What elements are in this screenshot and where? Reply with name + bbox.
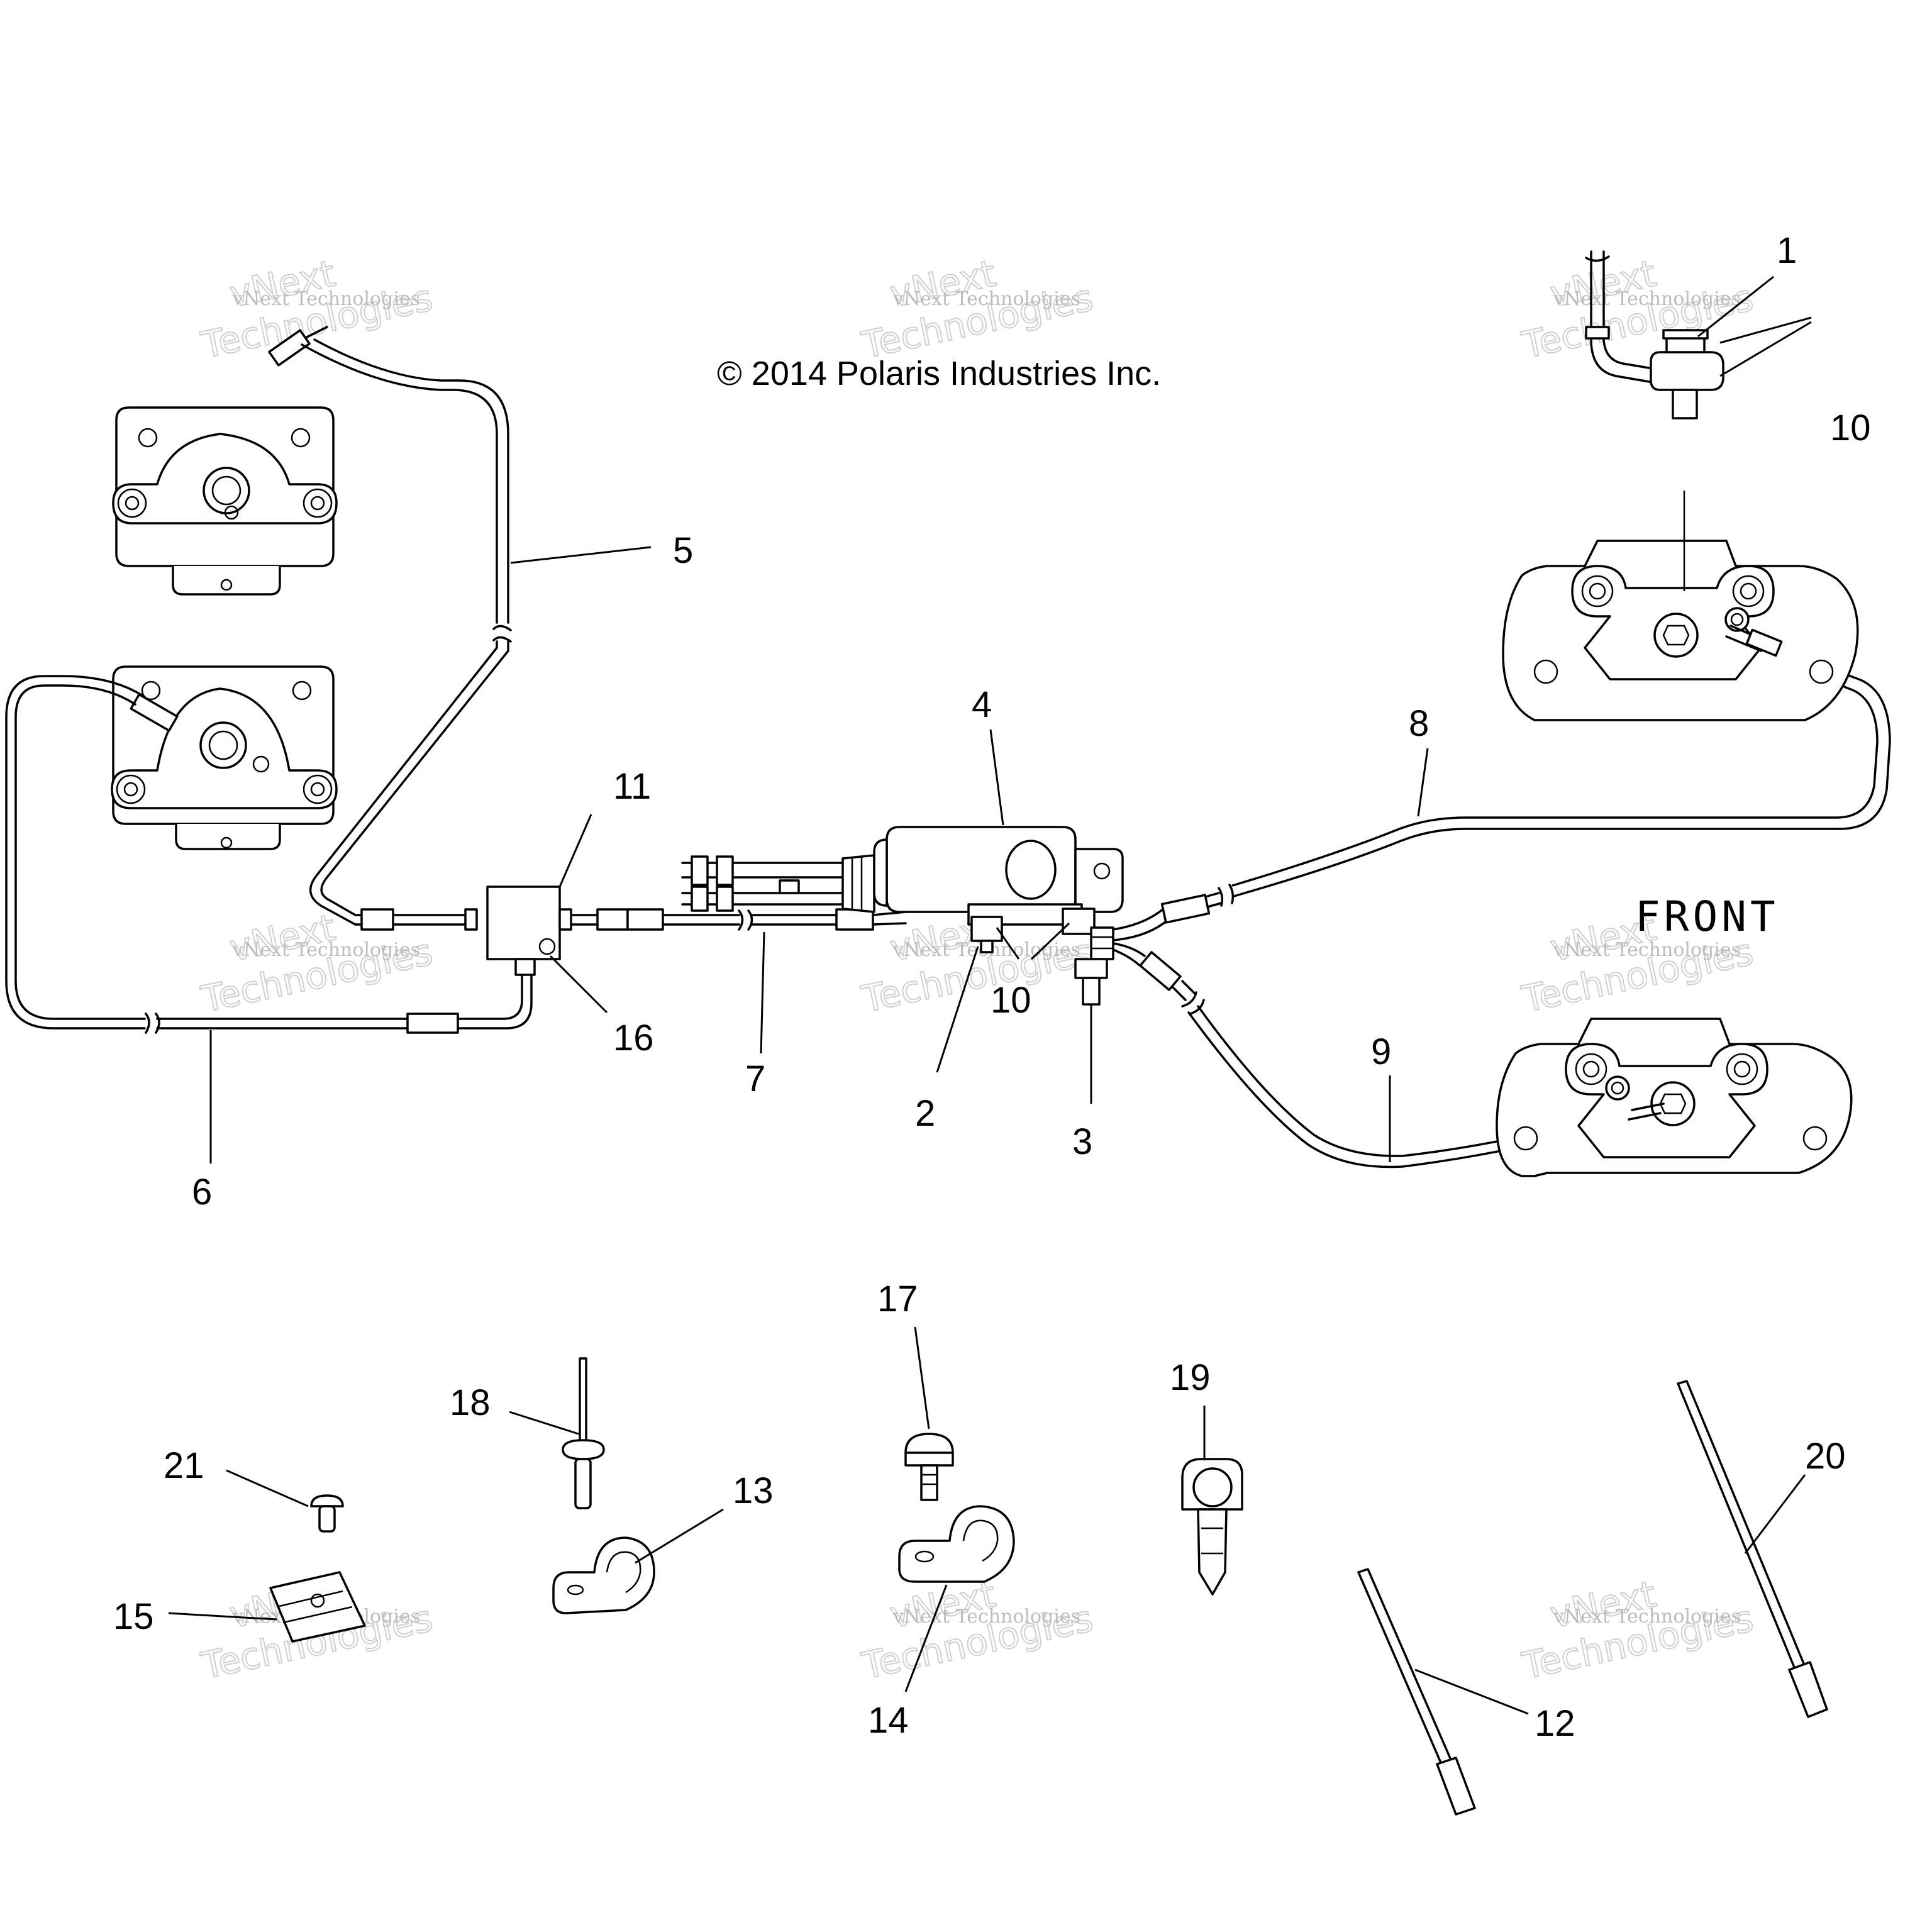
callout-11: 11 (613, 766, 651, 807)
banjo-bolt-assembly (1585, 250, 1724, 591)
brake-line-5 (268, 326, 512, 926)
part-20-cable-tie (1677, 1380, 1828, 1718)
callout-6: 6 (192, 1172, 212, 1213)
callout-20: 20 (1805, 1436, 1846, 1477)
callout-13: 13 (733, 1470, 774, 1511)
part-17-screw (904, 1433, 954, 1501)
watermark-small: vNext Technologies (892, 288, 1080, 310)
front-caliper-upper (1502, 540, 1859, 721)
callout-17: 17 (877, 1279, 918, 1319)
watermark-small: vNext Technologies (1553, 1606, 1741, 1628)
callout-10-upper: 10 (1830, 408, 1871, 448)
watermark-small: vNext Technologies (232, 288, 420, 310)
master-cylinder (681, 826, 1124, 1006)
brake-line-8 (1112, 650, 1891, 941)
callout-16: 16 (613, 1018, 654, 1058)
callout-9: 9 (1371, 1031, 1391, 1072)
brake-line-6 (5, 675, 533, 1034)
callout-19: 19 (1170, 1357, 1211, 1398)
watermark-small: vNext Technologies (892, 1606, 1080, 1628)
callout-1: 1 (1777, 230, 1797, 271)
rear-caliper-lower (111, 665, 338, 850)
callout-5: 5 (673, 530, 693, 571)
front-caliper-lower (1496, 1018, 1853, 1177)
callout-18: 18 (450, 1382, 491, 1423)
part-15-clip (269, 1571, 366, 1643)
callout-21: 21 (164, 1445, 204, 1486)
part-19-grommet (1181, 1458, 1243, 1596)
callout-12: 12 (1535, 1703, 1575, 1744)
callout-numbers: 1 2 3 4 5 6 7 8 9 10 10 11 12 13 14 15 1… (113, 230, 1871, 1744)
part-21-rivet (310, 1494, 344, 1533)
part-14-p-clamp (898, 1505, 1015, 1583)
part-12-cable-tie (1357, 1568, 1476, 1816)
callout-15: 15 (113, 1596, 154, 1637)
callout-3: 3 (1072, 1121, 1092, 1162)
part-13-p-clamp (552, 1536, 655, 1614)
watermark-small: vNext Technologies (232, 939, 420, 961)
callout-8: 8 (1409, 703, 1429, 744)
callout-10-lower: 10 (991, 980, 1031, 1021)
callout-leaders (168, 275, 1812, 1715)
callout-2: 2 (915, 1093, 935, 1134)
rear-caliper-upper (112, 406, 338, 596)
watermark-small: vNext Technologies (1553, 939, 1741, 961)
front-label: FRONT (1635, 892, 1779, 941)
brake-tee-block (354, 886, 572, 976)
callout-14: 14 (868, 1700, 909, 1741)
copyright-text: © 2014 Polaris Industries Inc. (717, 355, 1161, 392)
callout-4: 4 (972, 684, 992, 725)
callout-7: 7 (745, 1058, 765, 1099)
part-18-pop-rivet (562, 1357, 605, 1509)
watermark-small: vNext Technologies (1553, 288, 1741, 310)
